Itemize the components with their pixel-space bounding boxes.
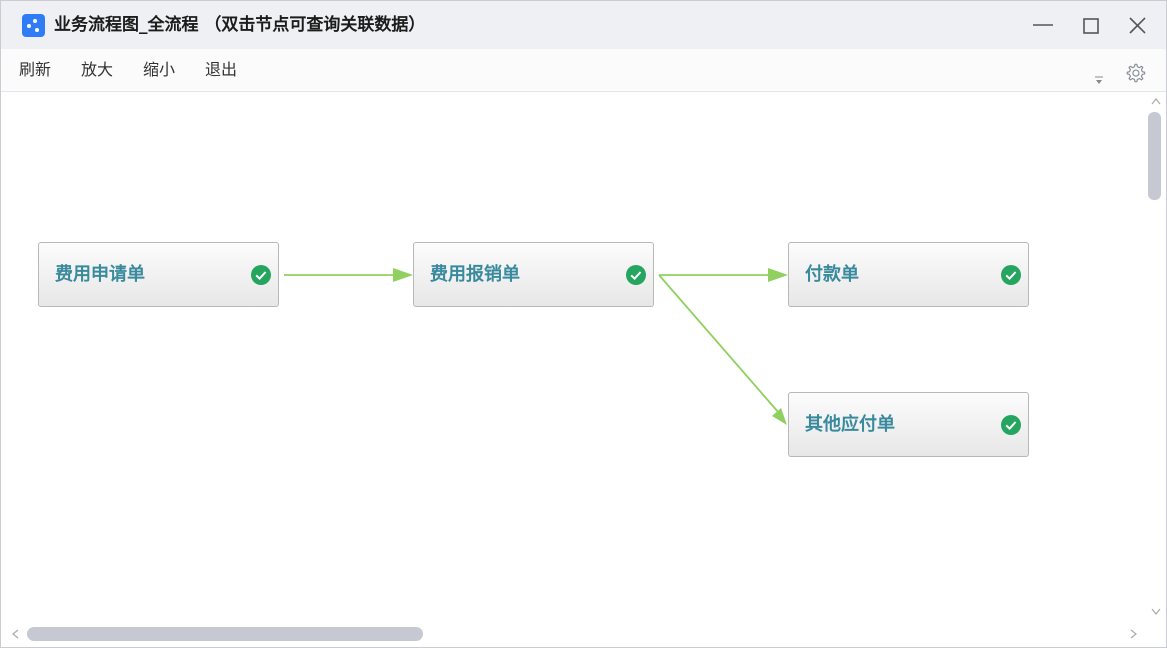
flow-node-expense-reimbursement[interactable]: 费用报销单: [413, 242, 654, 307]
flow-node-expense-application[interactable]: 费用申请单: [38, 242, 279, 307]
check-circle-icon: [1001, 415, 1021, 435]
flow-canvas[interactable]: 费用申请单 费用报销单 付款单 其他应付单: [5, 92, 1146, 623]
check-circle-icon: [626, 265, 646, 285]
scroll-down-icon[interactable]: [1151, 608, 1161, 616]
flow-node-payment[interactable]: 付款单: [788, 242, 1029, 307]
flow-edge: [659, 268, 788, 282]
flow-edge: [284, 268, 413, 282]
node-label: 付款单: [805, 264, 859, 285]
horizontal-scroll-thumb[interactable]: [27, 627, 423, 641]
scroll-up-icon[interactable]: [1151, 97, 1161, 105]
window-title: 业务流程图_全流程 （双击节点可查询关联数据）: [54, 15, 426, 35]
scroll-right-icon[interactable]: [1130, 629, 1138, 639]
zoom-in-button[interactable]: 放大: [81, 60, 114, 79]
app-icon: [22, 14, 45, 37]
horizontal-scrollbar[interactable]: [5, 623, 1146, 645]
maximize-icon: [1083, 18, 1099, 34]
close-button[interactable]: [1124, 11, 1152, 39]
node-label: 其他应付单: [805, 414, 895, 435]
flow-edges: [284, 268, 788, 425]
maximize-button[interactable]: [1077, 11, 1105, 39]
menu-bar: 刷新 放大 缩小 退出: [1, 49, 1166, 92]
vertical-scroll-thumb[interactable]: [1148, 112, 1161, 200]
flow-edge: [658, 274, 787, 425]
close-icon: [1129, 17, 1146, 34]
node-label: 费用申请单: [55, 264, 145, 285]
zoom-out-button[interactable]: 缩小: [143, 60, 176, 79]
refresh-button[interactable]: 刷新: [19, 60, 52, 79]
node-label: 费用报销单: [430, 264, 520, 285]
scroll-left-icon[interactable]: [11, 629, 19, 639]
title-bar: 业务流程图_全流程 （双击节点可查询关联数据）: [1, 1, 1166, 49]
check-circle-icon: [251, 265, 271, 285]
minimize-button[interactable]: [1029, 11, 1057, 39]
exit-button[interactable]: 退出: [205, 60, 238, 79]
minimize-icon: [1033, 24, 1053, 26]
gear-icon[interactable]: [1124, 62, 1146, 84]
check-circle-icon: [1001, 265, 1021, 285]
flow-node-other-payable[interactable]: 其他应付单: [788, 392, 1029, 457]
vertical-scrollbar[interactable]: [1146, 92, 1164, 623]
collapse-toolbar-icon[interactable]: [1093, 74, 1105, 86]
